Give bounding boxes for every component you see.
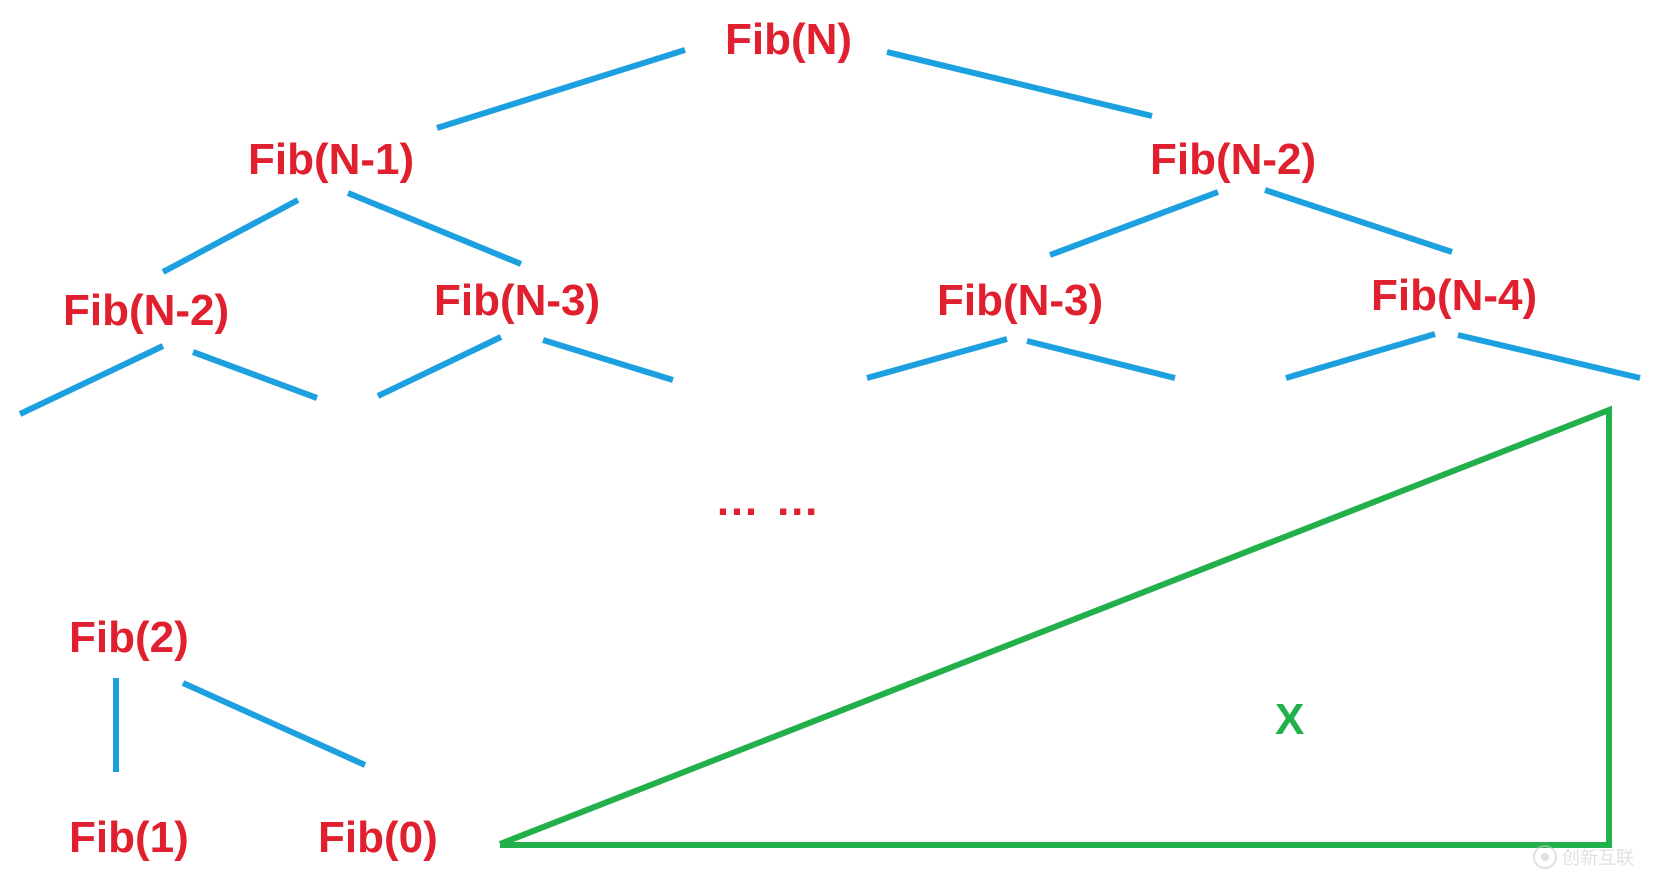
edge-l2a-right [191,349,319,401]
triangle-outline [498,405,1612,848]
watermark: 创新互联 [1533,845,1634,869]
ellipsis-dots: … … [715,476,821,525]
edge-root-right [886,49,1153,119]
triangle-label-x: X [1275,695,1304,744]
tree-edges [18,47,1641,772]
node-fib-n-minus-1: Fib(N-1) [248,135,414,184]
edge-n2r-right [1264,187,1453,255]
node-fib-1: Fib(1) [69,813,189,862]
height-triangle [498,405,1612,848]
edge-n1-left [161,197,300,275]
logo-circle-icon [1533,845,1557,869]
edge-n1-right [346,190,523,267]
edge-n2r-left [1048,189,1220,258]
node-fib-n-minus-3-right: Fib(N-3) [937,276,1103,325]
edge-fib2-right [181,680,367,768]
edge-l2a-left [18,343,165,417]
node-fib-2: Fib(2) [69,613,189,662]
node-labels: Fib(N) Fib(N-1) Fib(N-2) Fib(N-2) Fib(N-… [63,15,1537,862]
edge-l2b-right [542,337,674,383]
edge-l2c-left [866,336,1008,381]
edge-l2b-left [376,334,503,399]
node-fib-n-minus-2-left: Fib(N-2) [63,286,229,335]
logo-dot-icon [1541,853,1549,861]
node-fib-n-minus-4: Fib(N-4) [1371,271,1537,320]
node-fib-0: Fib(0) [318,813,438,862]
node-fib-n-minus-3-left: Fib(N-3) [434,276,600,325]
node-fib-n-minus-2: Fib(N-2) [1150,135,1316,184]
node-fib-n: Fib(N) [725,15,852,64]
edge-root-left [436,47,686,131]
watermark-text: 创新互联 [1562,848,1634,869]
edge-l2c-right [1026,338,1176,381]
edge-l2d-left [1285,331,1436,381]
edge-l2d-right [1457,332,1641,381]
